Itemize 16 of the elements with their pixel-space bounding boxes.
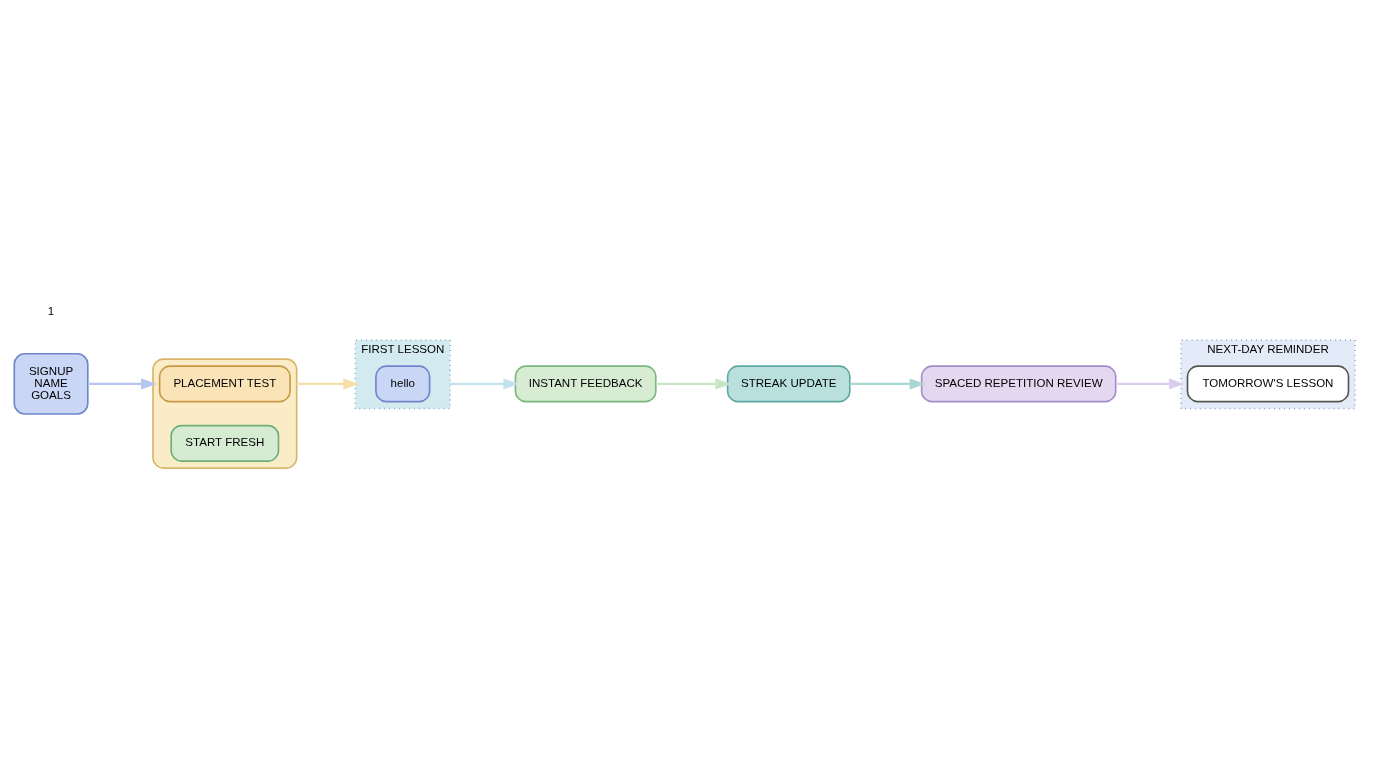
arrow [87,377,157,389]
node-box: START FRESH [170,424,280,462]
cluster [152,357,298,469]
node-box: STREAK UPDATE [726,364,851,402]
node-box: PLACEMENT TEST [158,364,291,402]
arrow [849,377,926,389]
label: 1 [47,304,55,317]
arrow [656,377,732,389]
node-box: INSTANT FEEDBACK [514,364,657,402]
node-box: SPACED REPETITION REVIEW [920,364,1117,402]
node-box: TOMORROW'S LESSON [1186,364,1350,402]
node-box: hello [375,364,431,402]
arrow [1115,377,1185,389]
arrow [450,377,520,389]
node-box: SIGNUP NAME GOALS [13,352,89,415]
arrow [296,377,360,389]
